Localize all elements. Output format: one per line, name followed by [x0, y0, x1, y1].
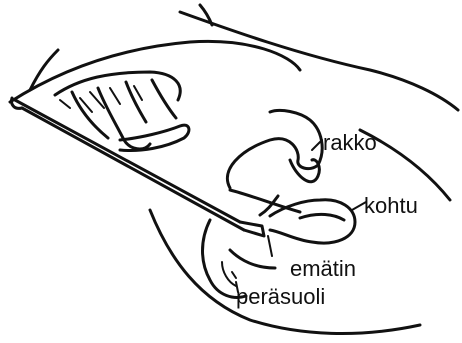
bladder-shape: [227, 110, 322, 188]
vaginal-wall-lower: [230, 250, 275, 268]
finger-4: [152, 80, 176, 118]
instrument-shaft: [15, 100, 240, 222]
vaginal-wall-upper: [230, 190, 300, 212]
body-contour-top: [180, 12, 458, 110]
leader-rakko: [312, 140, 322, 150]
label-perasuoli: peräsuoli: [236, 286, 325, 308]
instrument-tip: [240, 222, 264, 236]
body-contour-bottom: [150, 210, 420, 334]
label-rakko: rakko: [323, 132, 377, 154]
bladder-inner: [290, 160, 319, 182]
label-ematin: emätin: [290, 258, 356, 280]
instrument-shaft-lower: [22, 108, 244, 230]
label-kohtu: kohtu: [364, 195, 418, 217]
uterus-inner: [300, 214, 344, 220]
rectum-mark: [232, 272, 236, 278]
leader-ematin: [268, 236, 272, 256]
